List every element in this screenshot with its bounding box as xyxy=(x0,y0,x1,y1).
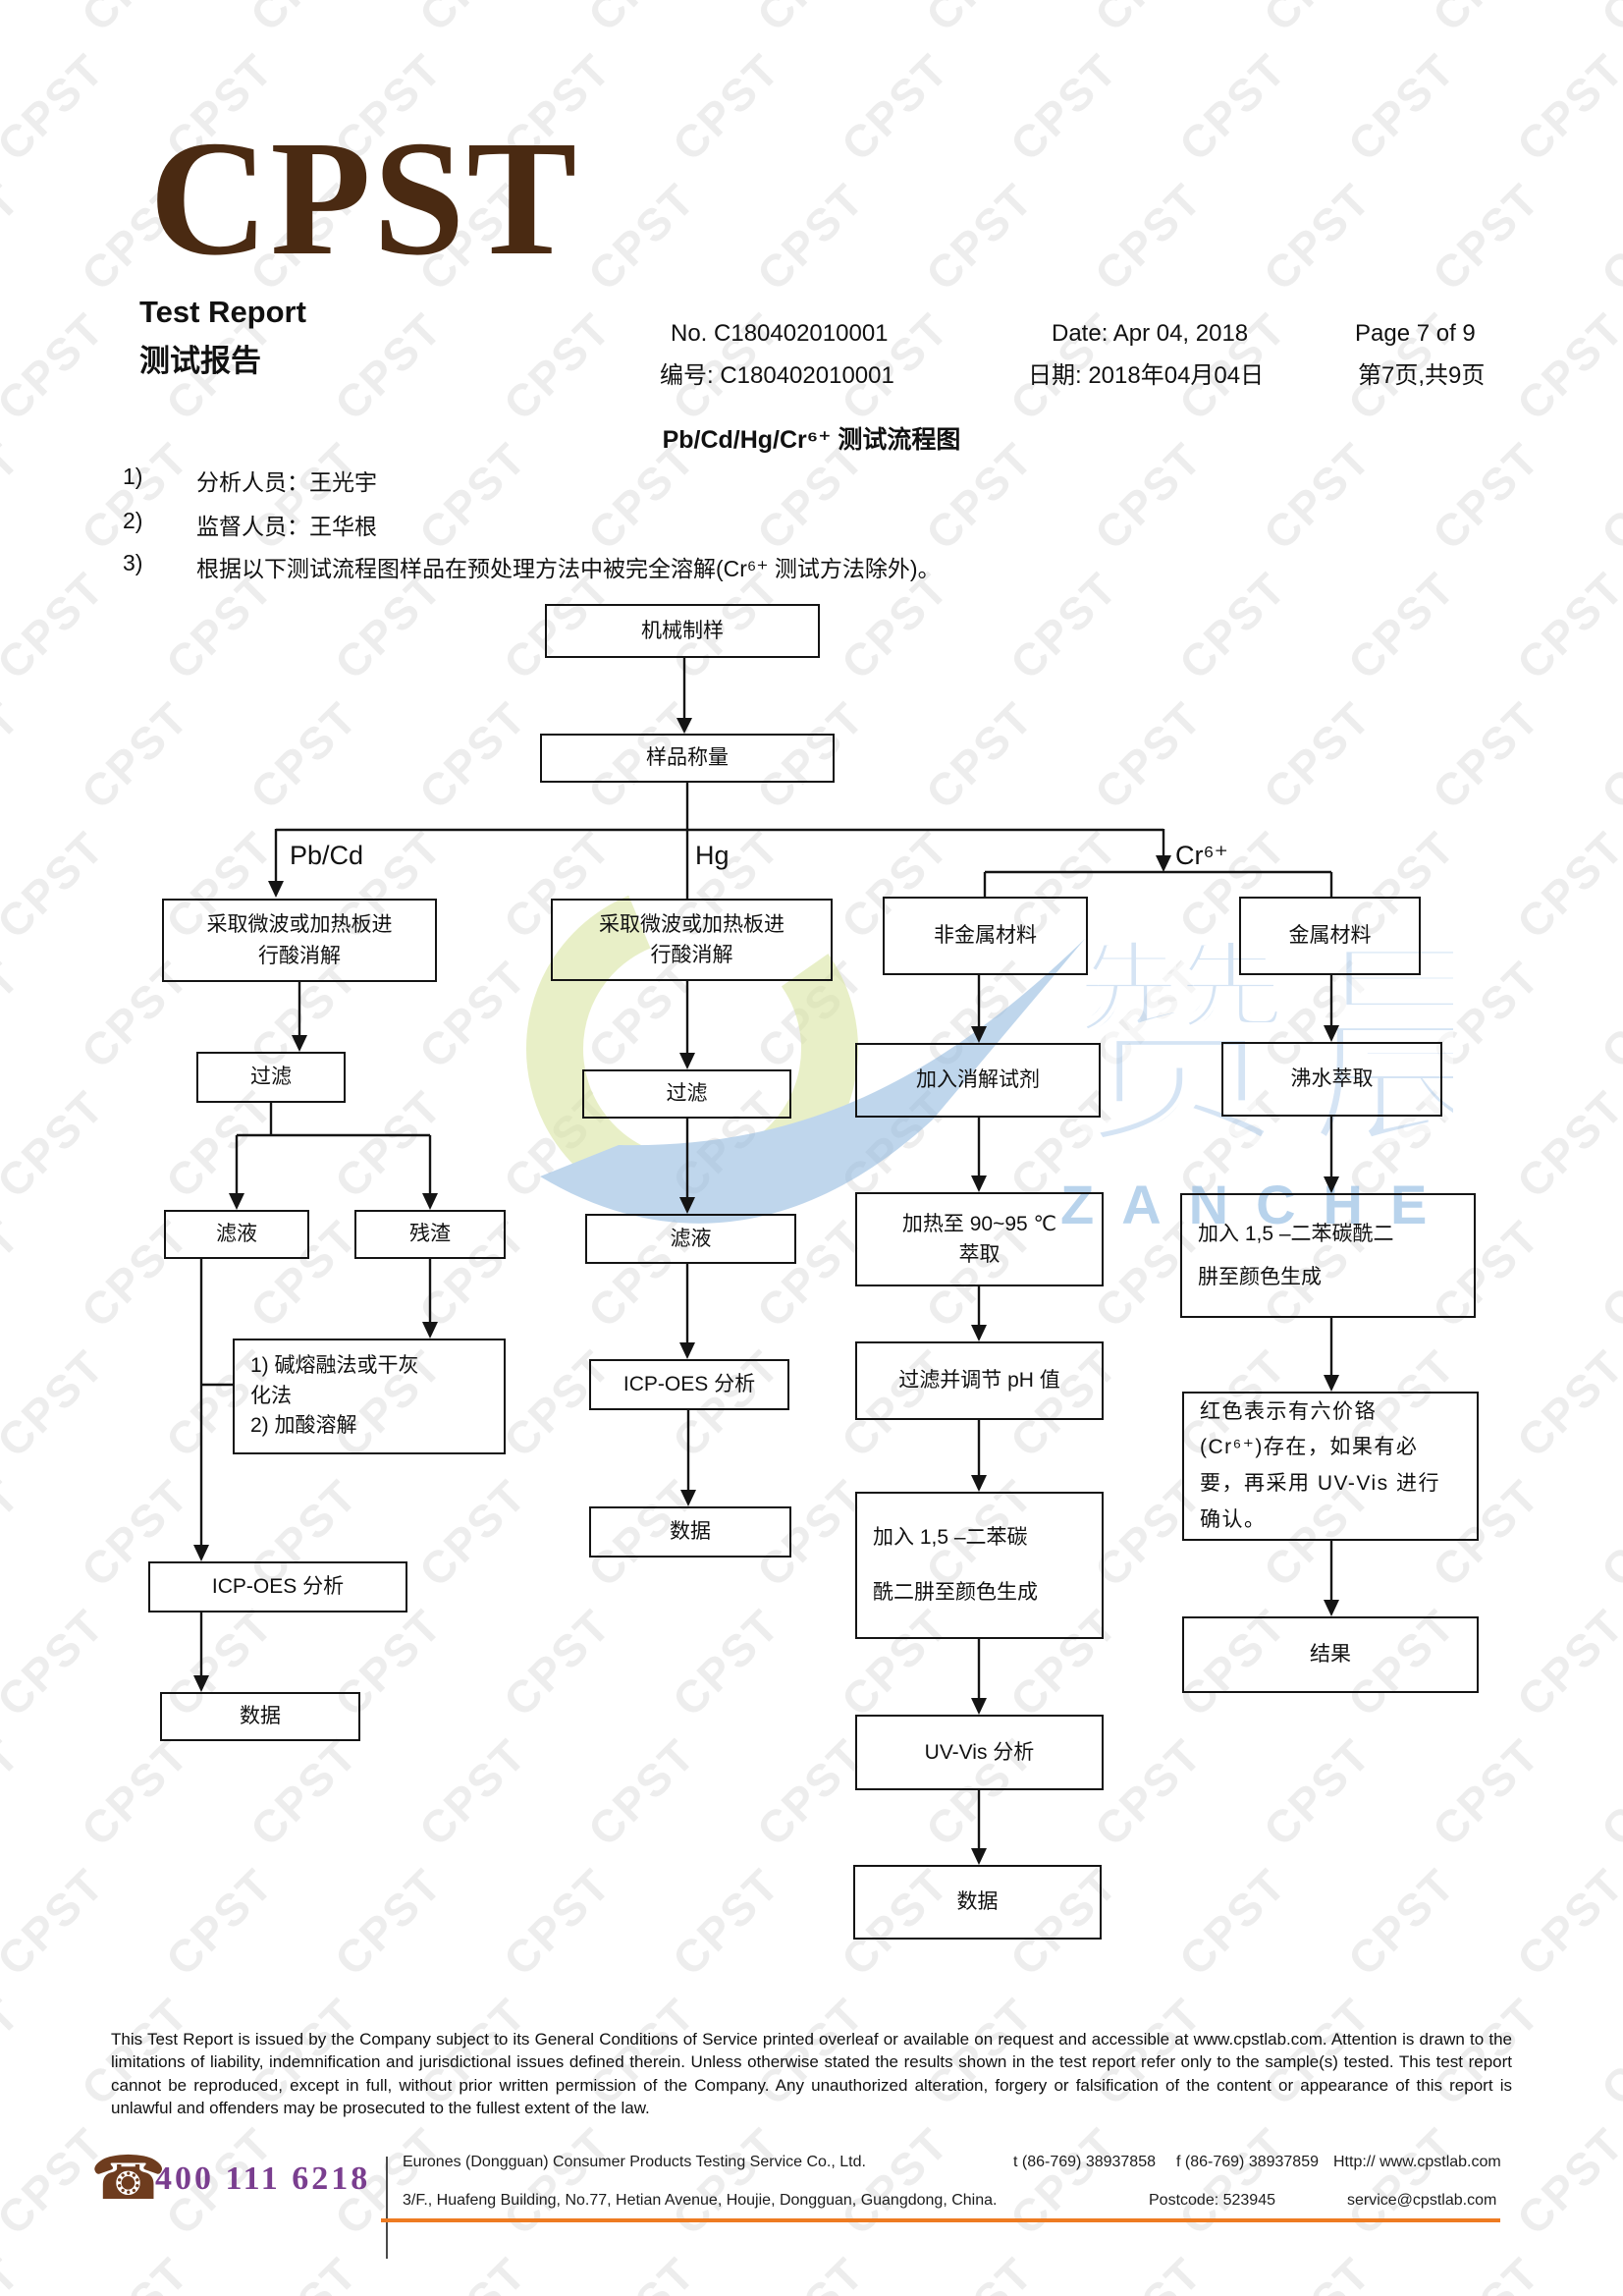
note-2-text: 监督人员：王华根 xyxy=(196,514,377,539)
footer-divider xyxy=(386,2157,388,2259)
flow-box-uv-vis-analysis: UV-Vis 分析 xyxy=(855,1715,1104,1790)
hotline-number: 400 111 6218 xyxy=(155,2160,371,2197)
company-postcode: Postcode: 523945 xyxy=(1149,2192,1275,2209)
report-page-zh: 第7页,共9页 xyxy=(1358,362,1486,389)
branch-label-cr6: Cr⁶⁺ xyxy=(1175,841,1228,870)
flowchart-title: Pb/Cd/Hg/Cr⁶⁺ 测试流程图 xyxy=(662,426,961,454)
company-email: service@cpstlab.com xyxy=(1347,2192,1497,2209)
branch-label-pbcd: Pb/Cd xyxy=(290,841,364,870)
report-no-zh: 编号: C180402010001 xyxy=(660,362,894,389)
flow-box-acid-digestion-pbcd: 采取微波或加热板进 行酸消解 xyxy=(162,899,437,982)
flow-box-acid-digestion-hg: 采取微波或加热板进 行酸消解 xyxy=(551,899,833,981)
flow-box-filter-hg: 过滤 xyxy=(582,1069,791,1119)
report-no-en: No. C180402010001 xyxy=(671,320,889,347)
flow-box-boiling-water-extraction: 沸水萃取 xyxy=(1221,1042,1442,1117)
flow-box-filtrate-hg: 滤液 xyxy=(585,1214,796,1264)
flow-box-sample-weighing: 样品称量 xyxy=(540,734,835,783)
company-website: Http:// www.cpstlab.com xyxy=(1333,2154,1501,2170)
flow-box-metal-material: 金属材料 xyxy=(1239,897,1421,975)
branch-label-hg: Hg xyxy=(695,841,730,870)
flow-box-dpc-color-nonmetal: 加入 1,5 –二苯碳 酰二肼至颜色生成 xyxy=(855,1492,1104,1639)
flow-box-heat-90-95-extraction: 加热至 90~95 ℃ 萃取 xyxy=(855,1192,1104,1286)
phone-icon: ☎ xyxy=(90,2145,167,2213)
report-title-en: Test Report xyxy=(139,295,306,329)
flow-box-data-hg: 数据 xyxy=(589,1506,791,1558)
flow-box-data-pbcd: 数据 xyxy=(160,1692,360,1741)
company-name: Eurones (Dongguan) Consumer Products Tes… xyxy=(403,2154,866,2170)
company-address: 3/F., Huafeng Building, No.77, Hetian Av… xyxy=(403,2192,998,2209)
flow-box-alkali-fusion-list: 1) 碱熔融法或干灰 化法 2) 加酸溶解 xyxy=(233,1339,506,1454)
report-date-en: Date: Apr 04, 2018 xyxy=(1052,320,1249,347)
note-1-num: 1) xyxy=(123,464,143,489)
report-date-zh: 日期: 2018年04月04日 xyxy=(1028,362,1265,389)
company-fax: f (86-769) 38937859 xyxy=(1176,2154,1319,2170)
legal-disclaimer: This Test Report is issued by the Compan… xyxy=(111,2030,1512,2117)
cpst-logo: CPST xyxy=(149,107,579,290)
flow-box-add-digestion-reagent: 加入消解试剂 xyxy=(855,1043,1101,1118)
flow-box-residue: 残渣 xyxy=(354,1210,506,1259)
flow-box-data-cr6: 数据 xyxy=(853,1865,1102,1940)
note-3-num: 3) xyxy=(123,550,143,575)
note-3-text: 根据以下测试流程图样品在预处理方法中被完全溶解(Cr⁶⁺ 测试方法除外)。 xyxy=(196,556,941,581)
company-tel: t (86-769) 38937858 xyxy=(1013,2154,1156,2170)
report-page-en: Page 7 of 9 xyxy=(1355,320,1476,347)
flow-box-filter-pbcd: 过滤 xyxy=(196,1052,346,1103)
flow-box-mechanical-sampling: 机械制样 xyxy=(545,604,820,658)
flow-box-nonmetal-material: 非金属材料 xyxy=(883,897,1088,975)
flow-box-dpc-color-metal: 加入 1,5 –二苯碳酰二 肼至颜色生成 xyxy=(1180,1193,1476,1318)
flow-box-icp-oes-pbcd: ICP-OES 分析 xyxy=(148,1561,407,1613)
flow-box-icp-oes-hg: ICP-OES 分析 xyxy=(589,1359,789,1410)
flow-box-red-color-cr6-check: 红色表示有六价铬 (Cr⁶⁺)存在，如果有必 要，再采用 UV-Vis 进行 确… xyxy=(1182,1392,1479,1541)
footer-orange-rule xyxy=(381,2218,1500,2222)
report-title-zh: 测试报告 xyxy=(139,344,261,378)
note-2-num: 2) xyxy=(123,508,143,533)
note-1-text: 分析人员：王光宇 xyxy=(196,469,377,495)
flow-box-result: 结果 xyxy=(1182,1616,1479,1693)
flow-box-filter-adjust-ph: 过滤并调节 pH 值 xyxy=(855,1341,1104,1420)
flow-box-filtrate-pbcd: 滤液 xyxy=(164,1210,309,1259)
